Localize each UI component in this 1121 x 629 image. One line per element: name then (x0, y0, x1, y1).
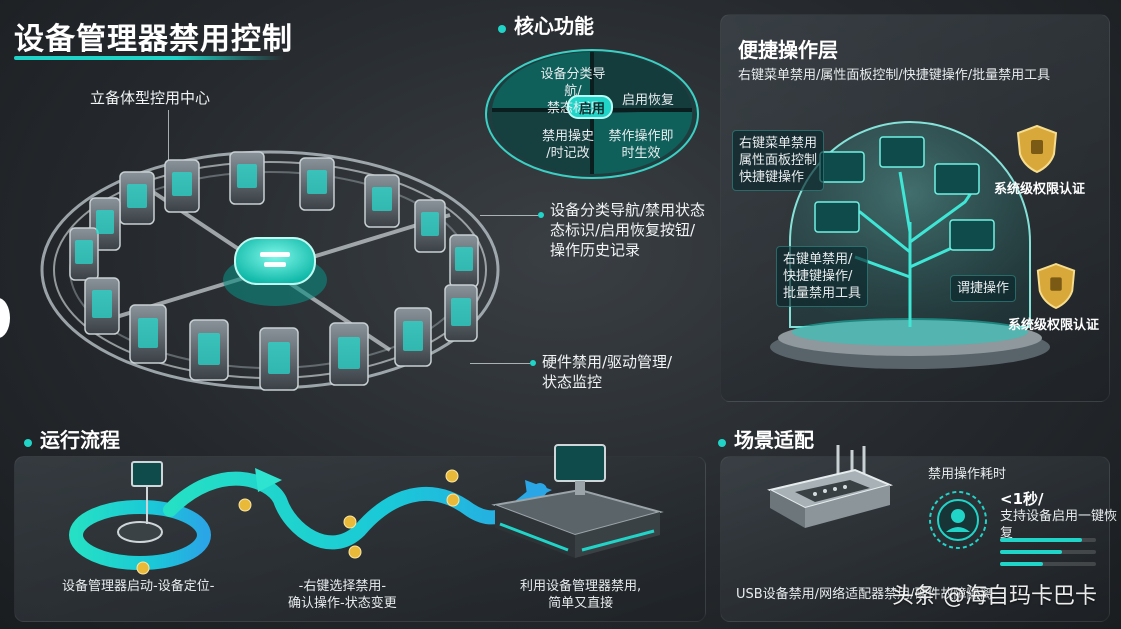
center-leader (168, 110, 169, 160)
flow-path-diagram (69, 444, 664, 575)
callout-1-pin (538, 212, 544, 218)
section-dot (718, 438, 726, 447)
shield-label-2: 系统级权限认证 (1008, 318, 1100, 333)
title-underline (14, 56, 284, 60)
core-q4: 禁作操作即 时生效 (608, 129, 674, 161)
scene-section-header: 场景适配 (718, 424, 814, 453)
quick-card-2: 右键单禁用/ 快捷键操作/ 批量禁用工具 (776, 246, 869, 307)
flow-step-3: 利用设备管理器禁用, 简单又直接 (520, 579, 642, 611)
flow-section-header: 运行流程 (24, 424, 120, 453)
support-agent-icon (929, 491, 987, 549)
core-q1: 设备分类导航/ 禁态标识 (540, 67, 606, 116)
core-function-wheel (485, 49, 699, 179)
section-dot (24, 438, 32, 447)
shield-icon (1016, 124, 1058, 174)
scene-bar-1 (1000, 538, 1096, 542)
quick-title: 便捷操作层 (738, 38, 838, 62)
shield-icon (1036, 262, 1076, 310)
section-dot (498, 24, 506, 33)
device-ring-diagram (40, 150, 500, 391)
watermark: 头条 @海自玛卡巴卡 (892, 584, 1097, 609)
callout-2-leader (470, 363, 530, 364)
usb-connector-icon (767, 445, 894, 528)
quick-card-3: 谓捷操作 (950, 275, 1017, 302)
core-section-header: 核心功能 (498, 10, 594, 39)
scene-bar-2 (1000, 550, 1096, 554)
flow-step-1: 设备管理器启动-设备定位- (62, 579, 215, 594)
quick-subtitle: 右键菜单禁用/属性面板控制/快捷键操作/批量禁用工具 (738, 68, 1051, 83)
core-q3: 禁用操史 /时记改 (541, 129, 594, 161)
flow-step-2: -右键选择禁用- 确认操作-状态变更 (288, 579, 397, 611)
shield-label-1: 系统级权限认证 (994, 182, 1086, 197)
core-q2: 启用恢复 (622, 93, 675, 108)
scene-bar-3-fill (1000, 562, 1044, 566)
edge-tab (0, 298, 10, 338)
callout-1-leader (480, 215, 538, 216)
page-title: 设备管理器禁用控制 (14, 22, 293, 57)
scene-time-desc: 支持设备启用一键恢复 (1000, 509, 1118, 541)
scene-time-value: <1秒/ (1000, 490, 1044, 508)
scene-bar-3 (1000, 562, 1096, 566)
scene-bar-2-fill (1000, 550, 1063, 554)
scene-time-title: 禁用操作耗时 (928, 467, 1007, 482)
core-center: 启用 (578, 102, 605, 117)
scene-bar-1-fill (1000, 538, 1082, 542)
callout-1: 设备分类导航/禁用状态 态标识/启用恢复按钮/ 操作历史记录 (550, 201, 706, 259)
center-label: 立备体型控用中心 (90, 89, 211, 107)
scene-footer: USB设备禁用/网络适配器禁用/硬件故障隔离 (736, 587, 993, 602)
quick-card-1: 右键菜单禁用 属性面板控制 快捷键操作 (732, 130, 825, 191)
callout-2: 硬件禁用/驱动管理/ 状态监控 (542, 353, 673, 391)
callout-2-pin (530, 360, 536, 366)
